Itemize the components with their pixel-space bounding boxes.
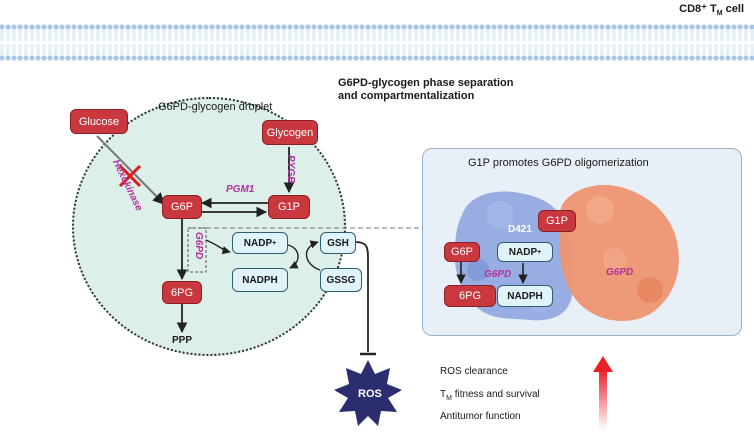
gsh-node: GSH	[320, 232, 356, 254]
panel-nadp-node: NADP+	[497, 242, 553, 262]
glycogen-node: Glycogen	[262, 120, 318, 145]
g6p-node: G6P	[162, 195, 202, 219]
pygb-label: PYGB	[285, 155, 296, 184]
diagram-title: G6PD-glycogen phase separation and compa…	[338, 77, 514, 102]
pgm1-label: PGM1	[226, 184, 255, 195]
panel-6pg-node: 6PG	[444, 285, 496, 307]
g6pd-label: G6PD	[193, 232, 204, 260]
g1p-node: G1P	[268, 195, 310, 219]
nadp-node: NADP+	[232, 232, 288, 254]
nadph-node: NADPH	[232, 268, 288, 292]
panel-nadph-node: NADPH	[497, 285, 553, 307]
tm-fitness-text: TM fitness and survival	[440, 389, 540, 402]
cell-membrane	[0, 24, 754, 61]
ros-clearance-text: ROS clearance	[440, 366, 508, 377]
panel-title: G1P promotes G6PD oligomerization	[468, 157, 649, 169]
cell-type-label: CD8⁺ TM cell	[679, 3, 744, 18]
panel-g6p-node: G6P	[444, 242, 480, 262]
ppp-label: PPP	[172, 335, 193, 346]
glucose-node: Glucose	[70, 109, 128, 134]
gsh-inhibits-ros-line	[354, 241, 369, 352]
6pg-node: 6PG	[162, 281, 202, 304]
droplet-label: G6PD-glycogen droplet	[158, 101, 273, 113]
gssg-node: GSSG	[320, 268, 362, 292]
d421-label: D421	[508, 224, 532, 235]
antitumor-text: Antitumor function	[440, 411, 521, 422]
panel-g6pd-right-label: G6PD	[606, 267, 634, 278]
ros-label: ROS	[358, 388, 382, 400]
panel-g1p-node: G1P	[538, 210, 576, 232]
panel-g6pd-left-label: G6PD	[484, 269, 512, 280]
increase-arrow-icon	[593, 356, 613, 430]
